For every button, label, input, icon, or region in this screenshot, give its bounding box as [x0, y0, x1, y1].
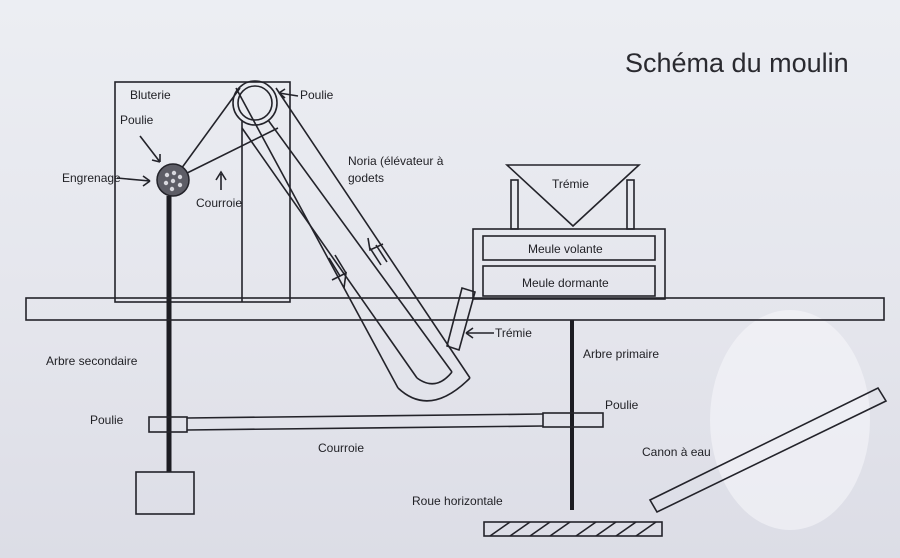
bluterie-belt-1	[172, 87, 241, 181]
poulie-left-arrow	[139, 135, 161, 163]
noria-down-arrow	[328, 254, 347, 289]
water-cannon	[648, 386, 888, 514]
diagram-title: Schéma du moulin	[625, 48, 849, 78]
meule-volante-box	[482, 235, 656, 261]
label-tremie-top: Trémie	[552, 177, 589, 191]
top-pulley-inner	[237, 85, 273, 121]
lower-belt-top	[186, 413, 544, 419]
label-noria-line2: godets	[348, 171, 384, 185]
label-tremie-lower: Trémie	[495, 326, 532, 340]
secondary-base-block	[135, 471, 195, 515]
pulley-low-right	[542, 412, 604, 428]
label-meule-volante: Meule volante	[528, 242, 603, 256]
tremie-top-hopper	[504, 164, 642, 228]
label-courroie-up: Courroie	[196, 196, 242, 210]
label-poulie-low-left: Poulie	[90, 413, 124, 427]
label-poulie-top: Poulie	[300, 88, 334, 102]
wheel-paddles	[489, 521, 657, 537]
poulie-top-arrow	[278, 88, 299, 99]
tremie-support-left	[510, 179, 519, 230]
engrenage-arrow	[116, 175, 151, 187]
floor-plank	[25, 297, 885, 321]
horizontal-wheel	[483, 521, 663, 537]
label-meule-dormante: Meule dormante	[522, 276, 609, 290]
meule-dormante-box	[482, 265, 656, 297]
top-pulley	[232, 80, 278, 126]
lower-hopper	[446, 286, 476, 352]
label-poulie-low-right: Poulie	[605, 398, 639, 412]
bluterie-box	[114, 81, 291, 303]
pulley-low-left	[148, 416, 188, 433]
gear-holes	[163, 170, 183, 192]
noria-up-arrow	[367, 237, 388, 266]
label-arbre-secondaire: Arbre secondaire	[46, 354, 138, 368]
courroie-up-arrow	[215, 170, 227, 190]
lower-belt-bottom	[186, 425, 544, 431]
bluterie-belt-2	[172, 127, 279, 181]
label-poulie-left: Poulie	[120, 113, 154, 127]
tremie-support-right	[626, 179, 635, 230]
tremie-lower-arrow	[465, 327, 494, 339]
label-engrenage: Engrenage	[62, 171, 121, 185]
label-courroie-low: Courroie	[318, 441, 364, 455]
label-roue-horizontale: Roue horizontale	[412, 494, 503, 508]
label-arbre-primaire: Arbre primaire	[583, 347, 659, 361]
photo-glare	[710, 310, 870, 530]
label-canon-eau: Canon à eau	[642, 445, 711, 459]
label-bluterie: Bluterie	[130, 88, 171, 102]
label-noria-line1: Noria (élévateur à	[348, 154, 444, 168]
noria-elevator	[235, 87, 471, 402]
millstone-frame	[472, 228, 666, 300]
